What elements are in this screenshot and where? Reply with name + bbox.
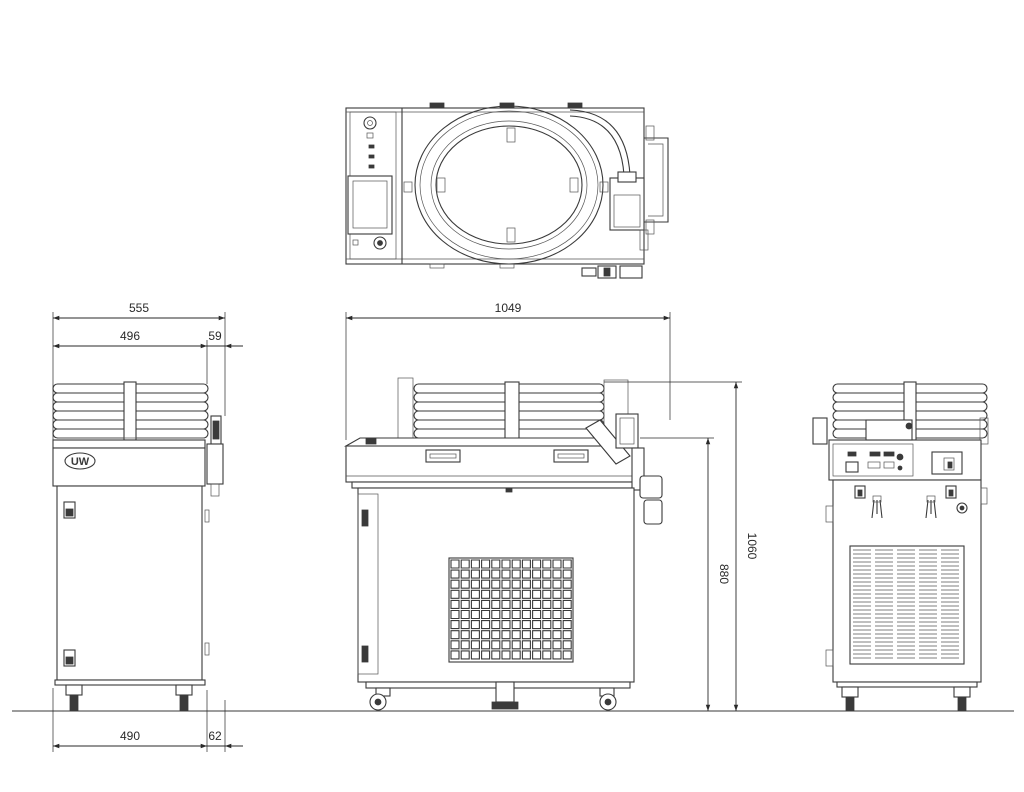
dim-label-59: 59 bbox=[208, 329, 222, 343]
dim-label-880: 880 bbox=[717, 564, 731, 584]
uw-logo-badge bbox=[64, 452, 96, 470]
top-view bbox=[345, 102, 669, 279]
dim-label-1060: 1060 bbox=[745, 533, 759, 560]
uw-logo-text: UW bbox=[71, 456, 90, 468]
dim-label-62: 62 bbox=[208, 729, 222, 743]
dim-label-490: 490 bbox=[120, 729, 140, 743]
dimensions-front-view: 1049 880 1060 bbox=[345, 301, 759, 711]
coil-ring-inner bbox=[435, 125, 583, 245]
dim-label-555: 555 bbox=[129, 301, 149, 315]
front-view bbox=[343, 377, 663, 711]
rear-louver-vent bbox=[849, 545, 965, 665]
front-vent-grid bbox=[448, 557, 574, 663]
front-coil-stack bbox=[413, 381, 605, 441]
dim-label-496: 496 bbox=[120, 329, 140, 343]
side-view: UW bbox=[52, 381, 224, 712]
dimensions-side-view: 555 496 59 490 62 bbox=[52, 301, 243, 752]
rear-view bbox=[812, 381, 989, 712]
dim-label-1049: 1049 bbox=[495, 301, 522, 315]
side-coil-stack bbox=[52, 381, 209, 441]
